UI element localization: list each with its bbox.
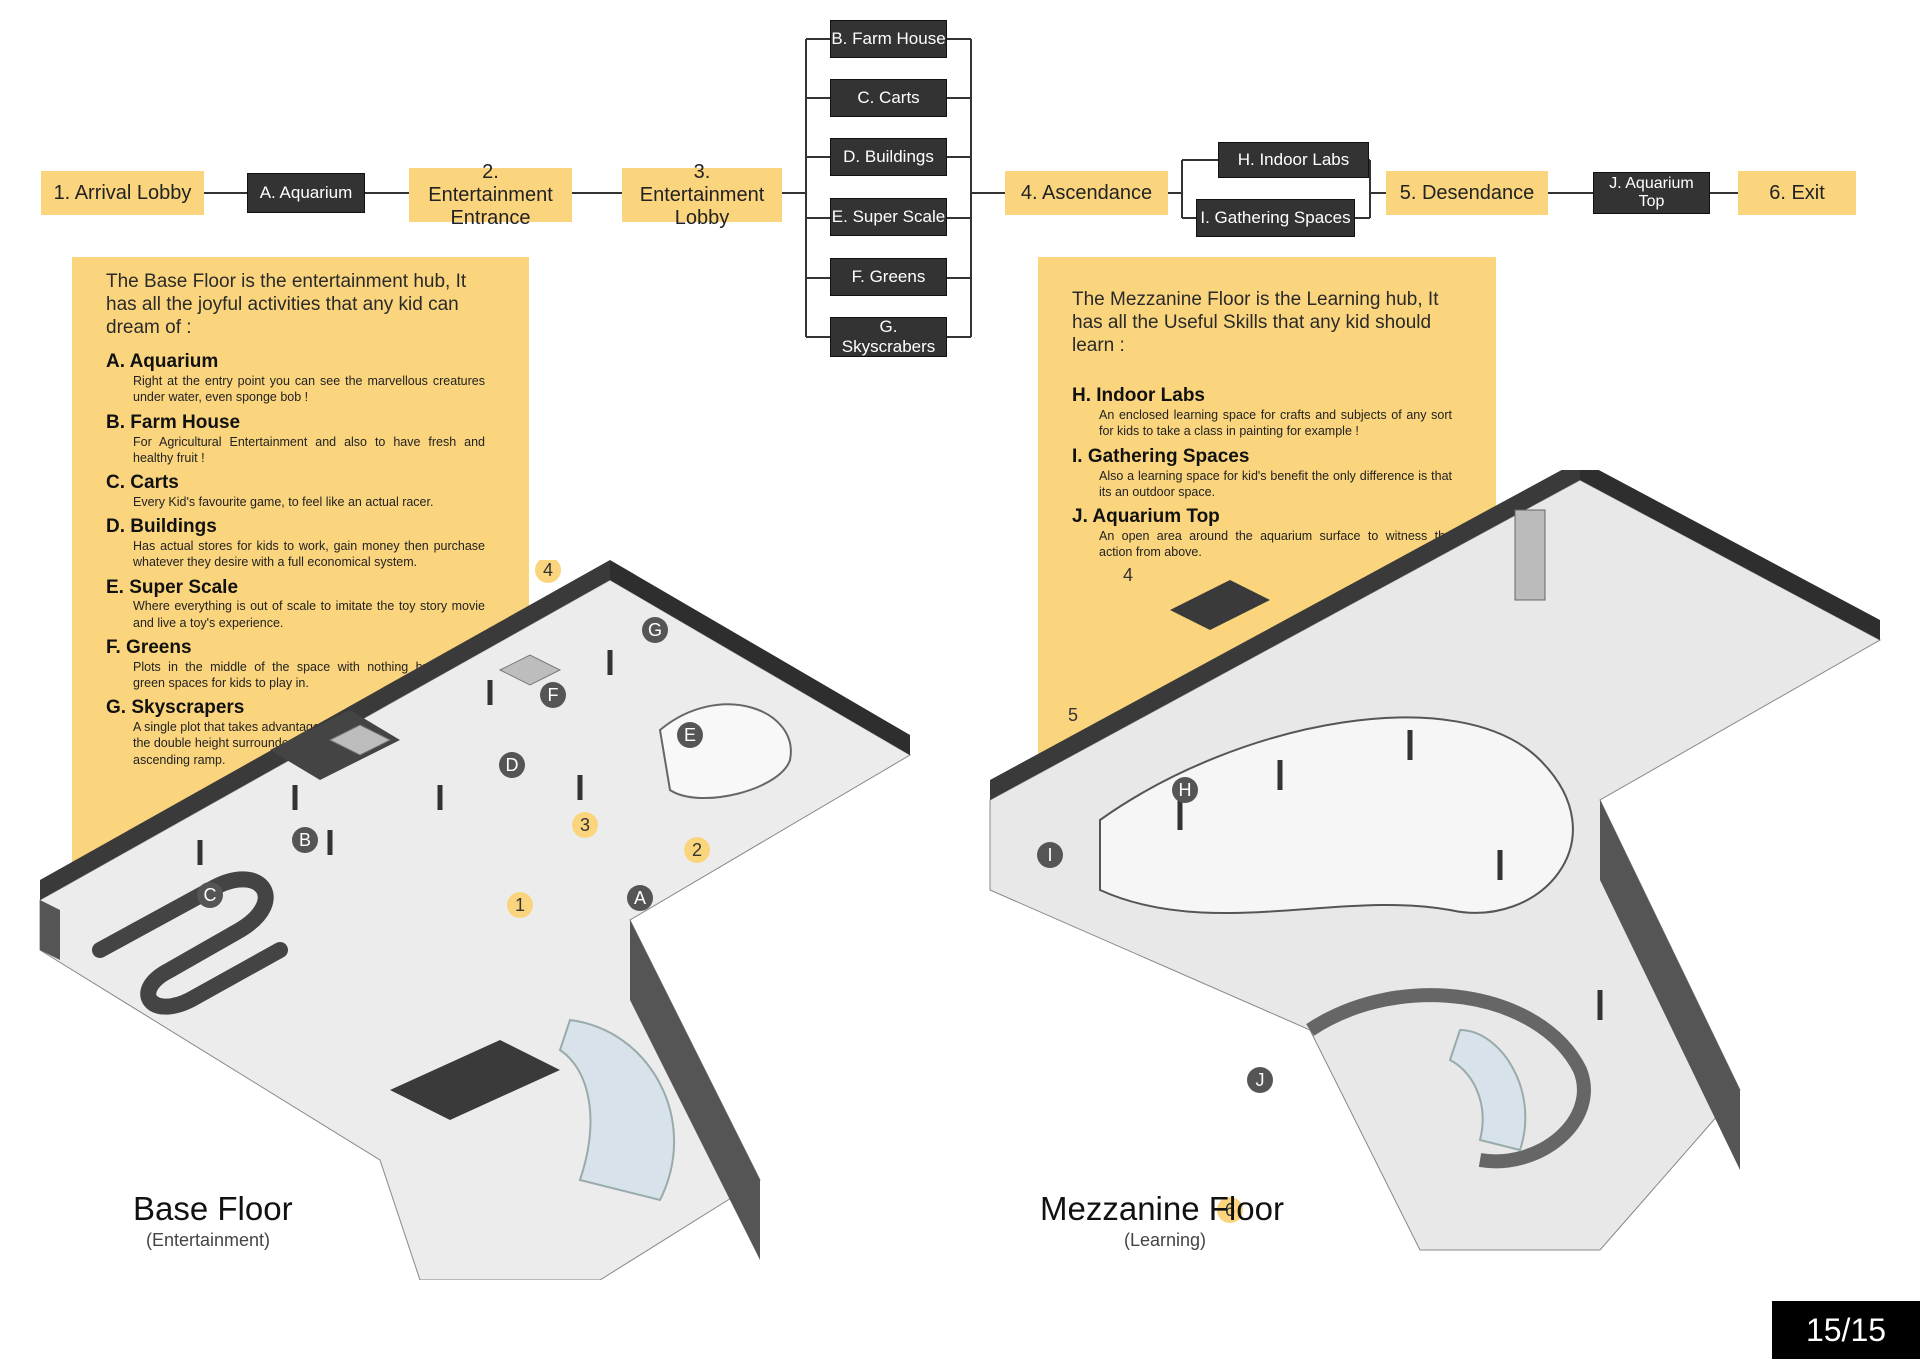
marker-g: G — [648, 620, 662, 640]
marker-6: 6 — [1225, 1200, 1235, 1220]
page-number: 15/15 — [1772, 1301, 1920, 1359]
base-floor-intro: The Base Floor is the entertainment hub,… — [106, 271, 467, 338]
base-back-wall-right — [610, 560, 910, 755]
flow-connectors — [204, 38, 1738, 338]
base-floor-plan: 1 2 3 4 A B C D E F G — [39, 560, 911, 1280]
skyscraper-model — [1514, 509, 1546, 601]
aquarium-tank — [558, 1018, 676, 1202]
flow-exit: 6. Exit — [1738, 171, 1856, 215]
flow-branch-buildings: D. Buildings — [830, 138, 947, 176]
flow-branch-farm-house: B. Farm House — [830, 20, 947, 58]
flow-aquarium: A. Aquarium — [247, 173, 365, 213]
base-item-title: D. Buildings — [106, 516, 217, 538]
base-item-title: G. Skyscrapers — [106, 697, 245, 719]
mezz-floor-title: Mezzanine Floor — [1040, 1190, 1284, 1227]
marker-d: D — [506, 755, 519, 775]
marker-e: E — [684, 725, 696, 745]
mezz-floor-intro: The Mezzanine Floor is the Learning hub,… — [1072, 289, 1439, 356]
base-item-desc: Plots in the middle of the space with no… — [133, 659, 433, 690]
mezz-item-gathering-spaces: I. Gathering Spaces Also a learning spac… — [1072, 446, 1452, 500]
flow-entertainment-lobby: 3. Entertainment Lobby — [622, 161, 782, 229]
marker-5: 5 — [1068, 705, 1078, 725]
descending-ramp — [1306, 988, 1591, 1169]
mezz-markers: 4 5 6 H I J — [1037, 562, 1273, 1223]
base-item-carts: C. Carts Every Kid's favourite game, to … — [106, 472, 485, 510]
mezz-item-indoor-labs: H. Indoor Labs An enclosed learning spac… — [1072, 385, 1452, 439]
marker-b: B — [299, 830, 311, 850]
mezz-back-wall-left — [990, 470, 1580, 800]
mezz-back-wall-right — [1580, 470, 1880, 640]
flow-ascendance: 4. Ascendance — [1005, 171, 1168, 215]
base-floor-slab — [39, 579, 911, 1280]
flow-branch-super-scale: E. Super Scale — [830, 198, 947, 236]
base-item-greens: F. Greens Plots in the middle of the spa… — [106, 637, 485, 691]
base-item-title: B. Farm House — [106, 411, 241, 433]
base-item-title: E. Super Scale — [106, 576, 239, 598]
mezz-item-desc: Also a learning space for kid's benefit … — [1099, 468, 1452, 499]
base-side-wall — [630, 920, 760, 1260]
aquarium-top-opening — [1448, 1028, 1527, 1152]
flow-branch-greens: F. Greens — [830, 258, 947, 296]
marker-j: J — [1256, 1070, 1265, 1090]
marker-i: I — [1047, 845, 1052, 865]
base-floor-title: Base Floor — [133, 1190, 293, 1227]
base-edge-wall — [40, 900, 60, 960]
base-item-desc: Has actual stores for kids to work, gain… — [133, 539, 485, 570]
base-floor-subtitle: (Entertainment) — [146, 1230, 271, 1250]
flow-branch-skyscrabers: G. Skyscrabers — [830, 317, 947, 357]
mezz-item-title: H. Indoor Labs — [1072, 385, 1205, 407]
base-item-title: C. Carts — [106, 472, 179, 494]
flow-indoor-labs: H. Indoor Labs — [1218, 142, 1369, 178]
base-item-desc: Right at the entry point you can see the… — [133, 374, 485, 405]
flow-aquarium-top: J. Aquarium Top — [1593, 172, 1710, 214]
flow-arrival-lobby: 1. Arrival Lobby — [41, 171, 204, 215]
kart-track — [92, 871, 288, 1015]
marker-c: C — [204, 885, 217, 905]
base-room-block — [270, 710, 400, 780]
flow-gathering-spaces: I. Gathering Spaces — [1196, 199, 1355, 237]
marker-2: 2 — [692, 840, 702, 860]
mezz-item-title: I. Gathering Spaces — [1072, 445, 1250, 467]
base-entry-block — [390, 1040, 560, 1120]
marker-a: A — [634, 888, 646, 908]
mezz-floor-subtitle: (Learning) — [1124, 1230, 1207, 1250]
base-item-super-scale: E. Super Scale Where everything is out o… — [106, 577, 485, 631]
marker-4: 4 — [543, 560, 553, 580]
mezz-side-wall — [1600, 800, 1740, 1170]
flow-entertainment-entrance: 2. Entertainment Entrance — [409, 161, 572, 229]
mezz-floor-plan: 4 5 6 H I J — [989, 470, 1882, 1251]
mezz-slab-curve — [1099, 716, 1574, 915]
base-item-desc: Every Kid's favourite game, to feel like… — [133, 494, 434, 509]
marker-h: H — [1179, 780, 1192, 800]
flow-desendance: 5. Desendance — [1386, 171, 1548, 215]
base-item-title: F. Greens — [106, 636, 192, 658]
indoor-labs-blocks — [1170, 580, 1270, 630]
marker-f: F — [548, 685, 559, 705]
base-item-desc: Where everything is out of scale to imit… — [133, 599, 485, 630]
base-item-desc: For Agricultural Entertainment and also … — [133, 434, 485, 465]
marker-1: 1 — [515, 895, 525, 915]
mezz-item-aquarium-top: J. Aquarium Top An open area around the … — [1072, 506, 1452, 560]
marker-3: 3 — [580, 815, 590, 835]
marker-4: 4 — [1123, 565, 1133, 585]
base-markers: 1 2 3 4 A B C D E F G — [197, 560, 710, 918]
base-item-buildings: D. Buildings Has actual stores for kids … — [106, 516, 485, 570]
flow-branch-carts: C. Carts — [830, 79, 947, 117]
mezz-item-desc: An open area around the aquarium surface… — [1099, 528, 1452, 560]
mezz-item-title: J. Aquarium Top — [1072, 506, 1220, 528]
mezz-item-desc: An enclosed learning space for crafts an… — [1099, 408, 1452, 439]
base-item-aquarium: A. Aquarium Right at the entry point you… — [106, 351, 485, 405]
base-item-title: A. Aquarium — [106, 351, 219, 373]
base-item-farm-house: B. Farm House For Agricultural Entertain… — [106, 412, 485, 466]
